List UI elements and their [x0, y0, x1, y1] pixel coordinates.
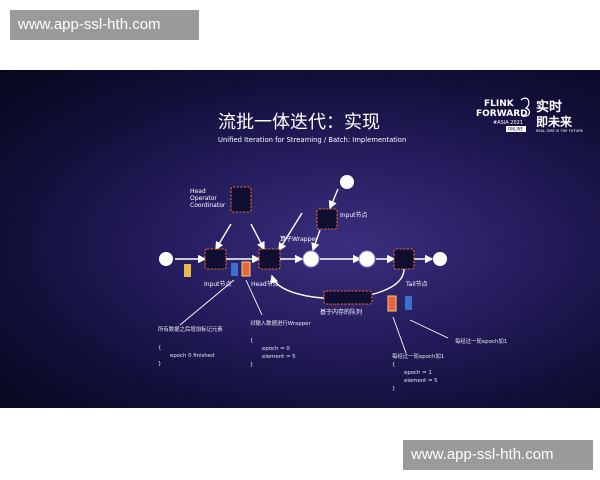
- diagram-canvas: 流批一体迭代：实现 Unified Iteration for Streamin…: [158, 97, 584, 392]
- operator-nodes: [204, 186, 415, 305]
- logo-badge-text: ONLINE: [508, 127, 524, 132]
- note-epoch-detail: 每经过一轮epoch加1 { epoch = 1 element = 5 }: [392, 352, 444, 392]
- token-yellow: [184, 264, 191, 277]
- source-node-left[interactable]: [159, 252, 173, 266]
- note2-line1: {: [250, 338, 253, 344]
- note-wrapper: 对输入数据进行Wrapper { epoch = 0 element = 5 }: [250, 319, 312, 368]
- note3-line3: element = 5: [404, 378, 438, 384]
- note3-line4: }: [392, 386, 395, 392]
- note-marker: 所有数据之后增加标记元素 { epoch 0 finished }: [158, 325, 223, 367]
- data-tokens: [184, 261, 412, 312]
- token-blue-left: [231, 263, 238, 276]
- label-queue: 基于内存的队列: [320, 308, 362, 316]
- label-head-line2: Operator: [190, 195, 217, 202]
- watermark-bottom: www.app-ssl-hth.com: [403, 440, 593, 470]
- label-tail-node: Tail节点: [405, 280, 428, 288]
- flink-forward-logo: FLINK FORWARD #ASIA 2021 ONLINE 实时 即未来 R…: [476, 97, 584, 133]
- sink-node[interactable]: [433, 252, 447, 266]
- label-wrapper: 算子Wrapper: [280, 235, 318, 243]
- note1-line1: {: [158, 345, 161, 351]
- logo-tagline: REAL-TIME IS THE FUTURE: [536, 129, 584, 133]
- note3-line1: {: [392, 362, 395, 368]
- logo-swirl-icon: [520, 97, 531, 117]
- source-nodes: [159, 175, 447, 268]
- node-labels: Head Operator Coordinator Input节点 算子Wrap…: [190, 188, 428, 316]
- note2-line4: }: [250, 362, 253, 368]
- logo-asia: #ASIA 2021: [493, 120, 523, 126]
- label-head-line1: Head: [190, 188, 206, 195]
- note2-line2: epoch = 0: [262, 346, 290, 352]
- note1-line3: }: [158, 361, 161, 367]
- input-node-1[interactable]: [204, 248, 227, 270]
- note2-line3: element = 5: [262, 354, 296, 360]
- slide: 流批一体迭代：实现 Unified Iteration for Streamin…: [0, 70, 600, 408]
- head-node[interactable]: [258, 248, 281, 270]
- wrapper-node-2[interactable]: [358, 250, 376, 268]
- logo-badge: [506, 126, 526, 132]
- memory-queue: [323, 290, 373, 305]
- watermark-top: www.app-ssl-hth.com: [10, 10, 199, 40]
- slide-title-en: Unified Iteration for Streaming / Batch:…: [218, 136, 406, 144]
- slide-title-cn: 流批一体迭代：实现: [218, 112, 380, 133]
- label-input-top: Input节点: [340, 211, 368, 219]
- token-orange-left: [241, 261, 251, 277]
- logo-cn1: 实时: [536, 99, 562, 115]
- note3-title: 每经过一轮epoch加1: [392, 352, 444, 360]
- tail-node[interactable]: [393, 248, 415, 270]
- input-node-top[interactable]: [316, 208, 338, 230]
- source-node-top[interactable]: [340, 175, 354, 189]
- label-input-bottom: Input节点: [204, 280, 232, 288]
- note3-line2: epoch = 1: [404, 370, 432, 376]
- token-blue-right: [405, 296, 412, 310]
- wrapper-node-1[interactable]: [302, 250, 320, 268]
- label-head-line3: Coordinator: [190, 202, 226, 209]
- logo-flink: FLINK: [484, 99, 515, 109]
- note2-title: 对输入数据进行Wrapper: [250, 319, 312, 327]
- note1-title: 所有数据之后增加标记元素: [158, 325, 223, 333]
- logo-forward: FORWARD: [476, 109, 528, 119]
- logo-cn2: 即未来: [536, 114, 573, 129]
- label-head-node: Head节点: [251, 280, 279, 288]
- token-orange-right: [387, 295, 397, 312]
- head-coordinator-node[interactable]: [230, 186, 252, 213]
- annotation-leaders: [179, 279, 449, 354]
- note1-line2: epoch 0 finished: [170, 353, 215, 359]
- note4-text: 每经过一轮epoch加1: [455, 337, 507, 345]
